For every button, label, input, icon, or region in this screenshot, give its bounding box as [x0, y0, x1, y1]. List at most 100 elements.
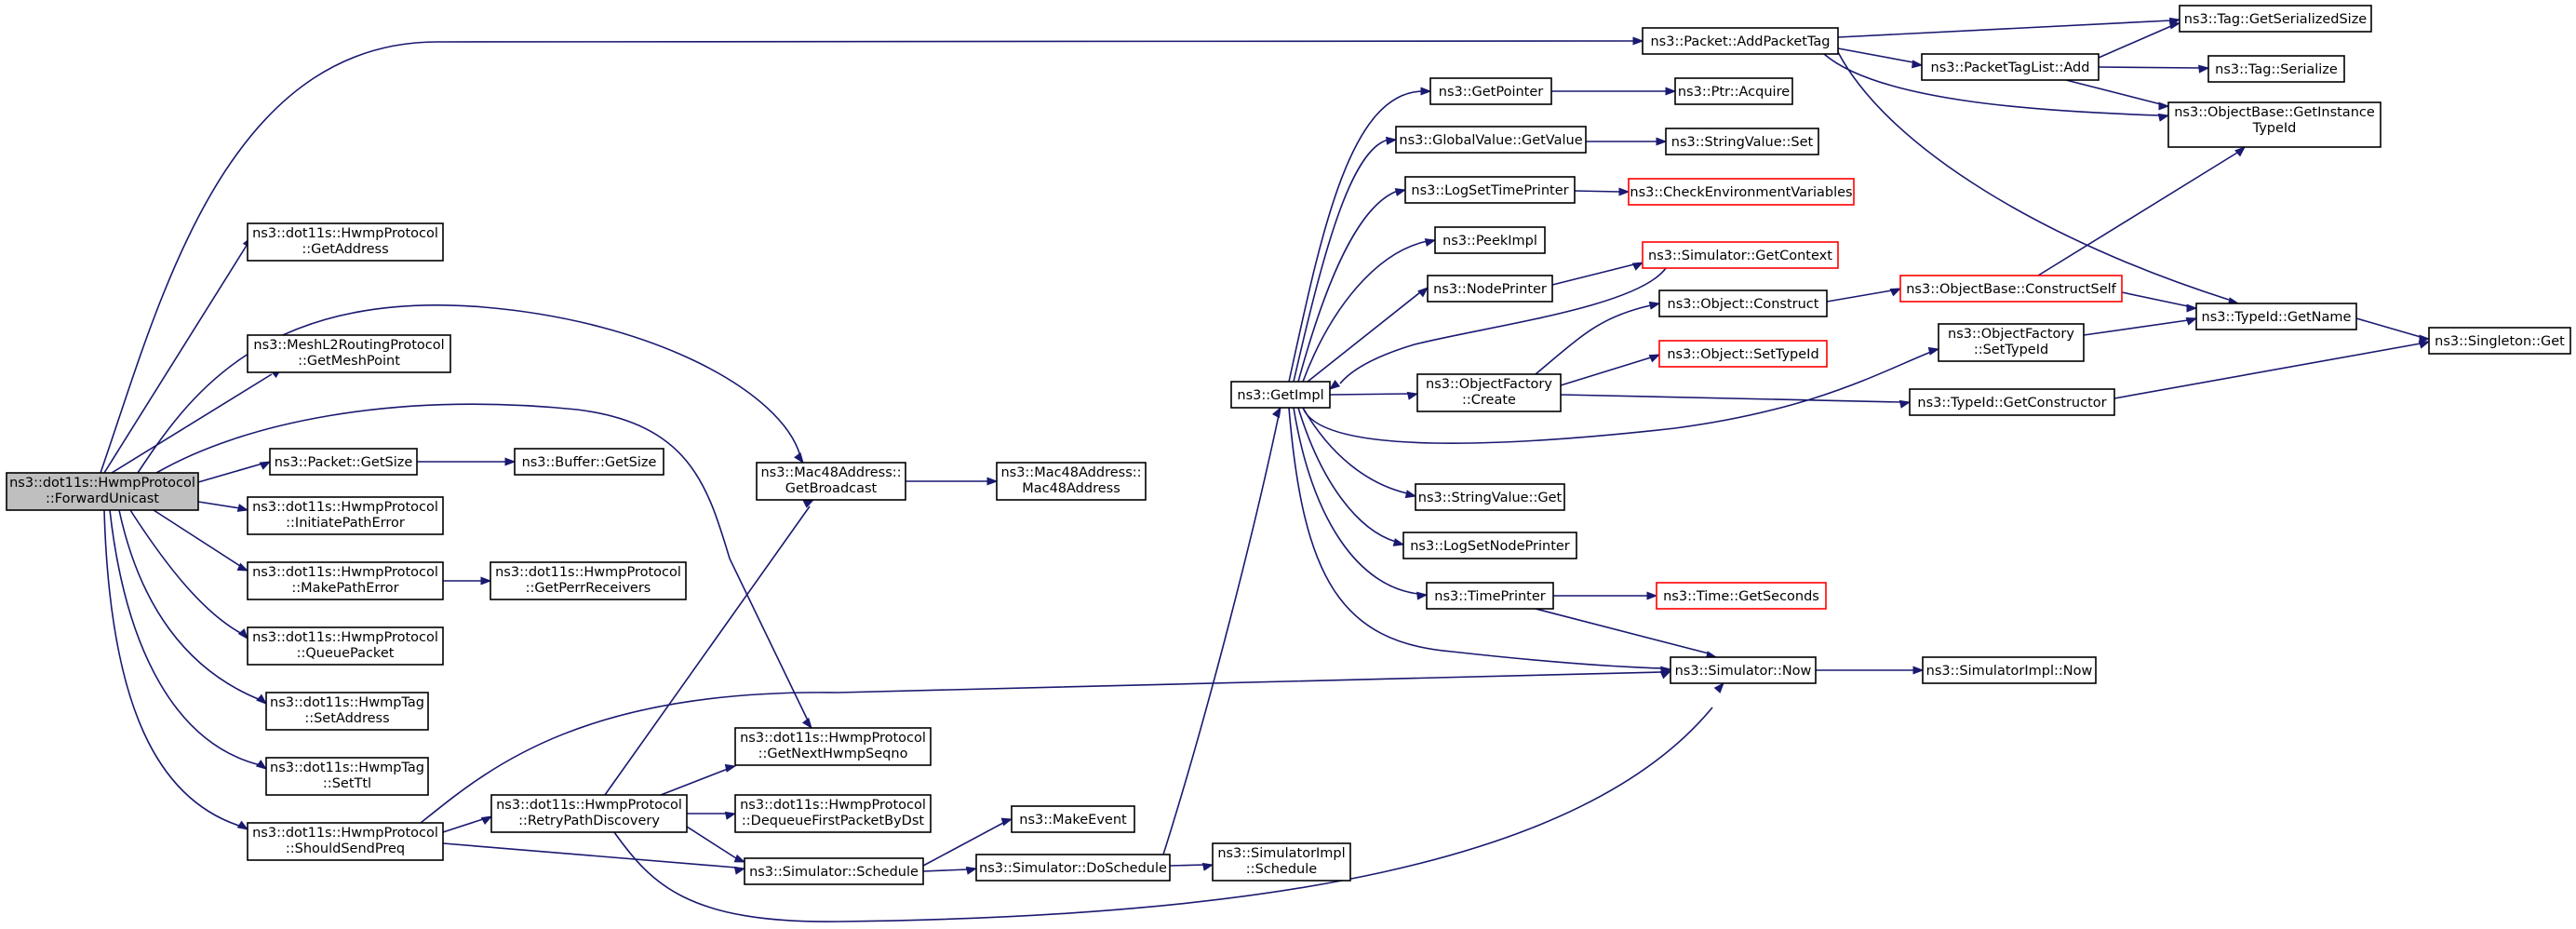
- node-makePathErr[interactable]: ns3::dot11s::HwmpProtocol::MakePathError: [247, 561, 444, 600]
- node-ofSetTypeId[interactable]: ns3::ObjectFactory::SetTypeId: [1938, 323, 2085, 362]
- node-svGet[interactable]: ns3::StringValue::Get: [1415, 483, 1565, 511]
- node-implSchedule[interactable]: ns3::SimulatorImpl::Schedule: [1212, 842, 1351, 882]
- node-initPathErr[interactable]: ns3::dot11s::HwmpProtocol::InitiatePathE…: [247, 496, 444, 535]
- node-getPointer[interactable]: ns3::GetPointer: [1429, 77, 1552, 105]
- node-getAddress[interactable]: ns3::dot11s::HwmpProtocol::GetAddress: [247, 222, 444, 262]
- edge-retryPath-to-dequeue: [687, 811, 737, 820]
- node-label: ns3::MeshL2RoutingProtocol: [253, 338, 444, 353]
- node-tagSetAddress[interactable]: ns3::dot11s::HwmpTag::SetAddress: [265, 692, 429, 731]
- arrowhead-icon: [1424, 238, 1437, 247]
- node-ofCreate[interactable]: ns3::ObjectFactory::Create: [1416, 373, 1562, 412]
- node-shouldSendPreq[interactable]: ns3::dot11s::HwmpProtocol::ShouldSendPre…: [247, 822, 444, 861]
- node-label: ns3::dot11s::HwmpProtocol: [252, 565, 438, 580]
- node-simNow[interactable]: ns3::Simulator::Now: [1670, 656, 1817, 684]
- edge-line: [1329, 393, 1410, 396]
- node-getName[interactable]: ns3::TypeId::GetName: [2195, 303, 2357, 330]
- edge-getContext-to-getImpl: [1328, 267, 1667, 390]
- node-box: [1899, 275, 2123, 303]
- node-box: [734, 727, 932, 766]
- node-logSetTime[interactable]: ns3::LogSetTimePrinter: [1404, 176, 1576, 204]
- edge-line: [155, 403, 809, 721]
- node-label: ns3::dot11s::HwmpProtocol: [740, 798, 926, 813]
- node-checkEnv[interactable]: ns3::CheckEnvironmentVariables: [1628, 178, 1855, 206]
- node-addPacketTag[interactable]: ns3::Packet::AddPacketTag: [1642, 27, 1839, 55]
- edge-line: [1560, 357, 1652, 386]
- node-implNow[interactable]: ns3::SimulatorImpl::Now: [1922, 656, 2097, 684]
- arrowhead-icon: [1889, 288, 1902, 297]
- edge-shouldSendPreq-to-retryPath: [442, 815, 493, 833]
- edge-line: [153, 509, 241, 567]
- arrowhead-icon: [1632, 36, 1644, 46]
- node-nodePrinter[interactable]: ns3::NodePrinter: [1427, 275, 1553, 303]
- node-label: ::ForwardUnicast: [46, 491, 159, 506]
- edge-line: [442, 842, 737, 868]
- arrowhead-icon: [1000, 817, 1013, 827]
- node-mac48[interactable]: ns3::Mac48Address::Mac48Address: [996, 462, 1147, 501]
- node-queuePacket[interactable]: ns3::dot11s::HwmpProtocol::QueuePacket: [247, 626, 444, 666]
- node-retryPath[interactable]: ns3::dot11s::HwmpProtocol::RetryPathDisc…: [490, 794, 688, 833]
- node-box: [265, 692, 429, 731]
- node-makeEvent[interactable]: ns3::MakeEvent: [1011, 805, 1135, 833]
- node-getBroadcast[interactable]: ns3::Mac48Address::GetBroadcast: [756, 462, 906, 501]
- edge-line: [1535, 608, 1710, 654]
- edge-line: [1560, 394, 1902, 403]
- edge-getImpl-to-logSetTime: [1297, 188, 1407, 383]
- edge-getImpl-to-logSetNode: [1297, 407, 1405, 546]
- node-peekImpl[interactable]: ns3::PeekImpl: [1434, 226, 1546, 254]
- arrowhead-icon: [255, 760, 268, 770]
- node-tagSerialize[interactable]: ns3::Tag::Serialize: [2207, 55, 2345, 83]
- edge-packetGetSize-to-bufferGetSize: [417, 457, 517, 466]
- node-box: [2207, 55, 2345, 83]
- node-objConstruct[interactable]: ns3::Object::Construct: [1658, 289, 1828, 317]
- node-logSetNode[interactable]: ns3::LogSetNodePrinter: [1402, 532, 1577, 559]
- node-gvGetValue[interactable]: ns3::GlobalValue::GetValue: [1395, 126, 1587, 154]
- node-packetGetSize[interactable]: ns3::Packet::GetSize: [269, 448, 418, 476]
- node-getConstructor[interactable]: ns3::TypeId::GetConstructor: [1909, 388, 2115, 416]
- node-tagSetTtl[interactable]: ns3::dot11s::HwmpTag::SetTtl: [265, 757, 429, 796]
- node-timePrinter[interactable]: ns3::TimePrinter: [1426, 582, 1554, 610]
- node-getNextSeqno[interactable]: ns3::dot11s::HwmpProtocol::GetNextHwmpSe…: [734, 727, 932, 766]
- node-constructSelf[interactable]: ns3::ObjectBase::ConstructSelf: [1899, 275, 2123, 303]
- node-box: [1230, 381, 1331, 409]
- node-label: ns3::SimulatorImpl::Now: [1926, 664, 2093, 679]
- node-getContext[interactable]: ns3::Simulator::GetContext: [1642, 241, 1839, 269]
- arrowhead-icon: [1394, 188, 1407, 196]
- arrowhead-icon: [1416, 591, 1429, 600]
- node-box: [1642, 27, 1839, 55]
- node-root: ns3::dot11s::HwmpProtocol::ForwardUnicas…: [6, 472, 199, 511]
- node-singletonGet[interactable]: ns3::Singleton::Get: [2428, 327, 2571, 355]
- node-box: [1665, 128, 1819, 155]
- node-label: ::Schedule: [1246, 862, 1317, 877]
- edge-getImpl-to-nodePrinter: [1307, 287, 1429, 383]
- node-getMeshPoint[interactable]: ns3::MeshL2RoutingProtocol::GetMeshPoint: [247, 334, 451, 373]
- node-label: ::MakePathError: [291, 581, 398, 596]
- node-label: ns3::Simulator::Now: [1675, 664, 1812, 679]
- edge-tagListAdd-to-tagSerSize: [2098, 20, 2181, 59]
- node-ptrAcquire[interactable]: ns3::Ptr::Acquire: [1674, 77, 1793, 105]
- node-tagSerSize[interactable]: ns3::Tag::GetSerializedSize: [2179, 5, 2372, 33]
- node-simSchedule[interactable]: ns3::Simulator::Schedule: [744, 857, 924, 885]
- edge-root-to-queuePacket: [129, 509, 248, 640]
- node-objSetTypeId[interactable]: ns3::Object::SetTypeId: [1658, 340, 1828, 368]
- node-label: ns3::Object::Construct: [1668, 297, 1819, 312]
- edge-shouldSendPreq-to-simSchedule: [442, 842, 746, 875]
- node-svSet[interactable]: ns3::StringValue::Set: [1665, 128, 1819, 155]
- node-label: ns3::dot11s::HwmpProtocol: [252, 630, 438, 645]
- node-label: ::ShouldSendPreq: [286, 841, 405, 856]
- node-box: [490, 794, 688, 833]
- arrowhead-icon: [2186, 303, 2198, 313]
- node-label: ::GetPerrReceivers: [526, 581, 651, 596]
- node-box: [247, 222, 444, 262]
- edge-line: [2083, 319, 2189, 336]
- node-doSchedule[interactable]: ns3::Simulator::DoSchedule: [975, 854, 1171, 882]
- arrowhead-icon: [480, 576, 492, 586]
- node-dequeue[interactable]: ns3::dot11s::HwmpProtocol::DequeueFirstP…: [734, 794, 932, 833]
- node-tagListAdd[interactable]: ns3::PacketTagList::Add: [1921, 53, 2100, 81]
- node-getSeconds[interactable]: ns3::Time::GetSeconds: [1656, 582, 1827, 610]
- node-getImpl[interactable]: ns3::GetImpl: [1230, 381, 1331, 409]
- node-bufferGetSize[interactable]: ns3::Buffer::GetSize: [514, 448, 664, 476]
- node-label: ns3::ObjectFactory: [1426, 377, 1552, 392]
- arrowhead-icon: [1713, 681, 1724, 693]
- node-getPerr[interactable]: ns3::dot11s::HwmpProtocol::GetPerrReceiv…: [490, 561, 687, 600]
